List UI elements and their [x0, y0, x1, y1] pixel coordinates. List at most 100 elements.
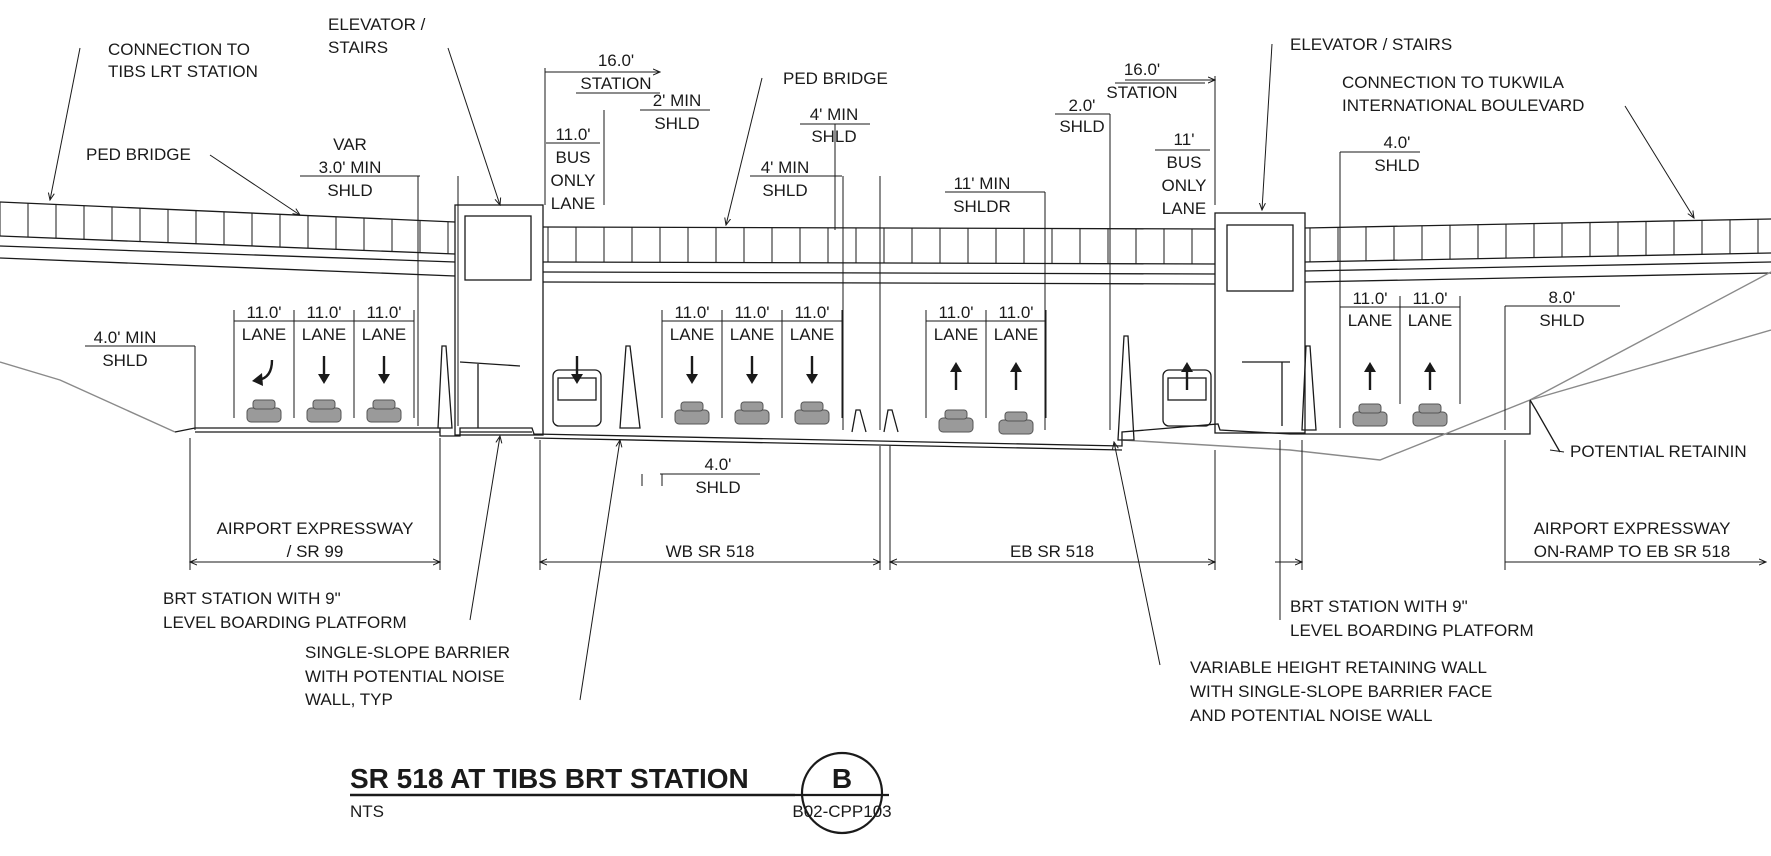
lane-width: 11.0' [794, 303, 829, 322]
dim-two-shld: 2.0' SHLD [1059, 96, 1104, 136]
dim-line: SHLDR [953, 197, 1011, 216]
dim-line: ONLY [550, 171, 595, 190]
turn-arrow-icon [252, 359, 274, 386]
dim-line: 4.0' [1384, 133, 1411, 152]
section-letter: B [832, 763, 852, 794]
car-body [674, 409, 710, 425]
direction-arrows [252, 356, 1436, 390]
lane-label: LANE [242, 325, 286, 344]
car-body [1412, 411, 1448, 427]
dimension-lines [190, 68, 1766, 570]
car-roof [252, 399, 276, 410]
car [366, 399, 402, 423]
car-body [938, 417, 974, 433]
callout-line: WITH SINGLE-SLOPE BARRIER FACE [1190, 682, 1492, 701]
car-roof [740, 401, 764, 412]
car-roof [312, 399, 336, 410]
car-body [246, 407, 282, 423]
arrow-down-icon [318, 356, 330, 384]
lane-width: 11.0' [1412, 289, 1447, 308]
dim-line: 2' MIN [653, 91, 702, 110]
lane-label: LANE [790, 325, 834, 344]
lane-label: LANE [994, 325, 1038, 344]
lane-dimension: 11.0'LANE [985, 303, 1047, 418]
callout-line: CONNECTION TO TUKWILA [1342, 73, 1565, 92]
dim-four-min-shld-a: 4' MIN SHLD [810, 105, 859, 146]
car-body [794, 409, 830, 425]
dim-line: SHLD [327, 181, 372, 200]
car-body [998, 419, 1034, 435]
barriers [437, 335, 1317, 441]
dim-line: SHLD [695, 478, 740, 497]
dim-four-shld-top: 4.0' SHLD [1374, 133, 1419, 175]
dim-line: STATION [1106, 83, 1177, 102]
dim-line: 4.0' [705, 455, 732, 474]
arrow-up-icon [1364, 362, 1376, 390]
arrow-down-icon [686, 356, 698, 384]
dim-line: 4.0' MIN [94, 328, 157, 347]
lane-label: LANE [1348, 311, 1392, 330]
dim-line: 11' MIN [954, 174, 1011, 193]
callout-brt-left: BRT STATION WITH 9" LEVEL BOARDING PLATF… [163, 589, 407, 632]
lane-dimension: 11.0' LANE [1399, 289, 1461, 404]
dim-line: SHLD [102, 351, 147, 370]
car [734, 401, 770, 425]
dim-line: 4' MIN [810, 105, 859, 124]
car [246, 399, 282, 423]
dim-line: SHLD [1059, 117, 1104, 136]
roadway-line: AIRPORT EXPRESSWAY [217, 519, 414, 538]
lane-label: LANE [302, 325, 346, 344]
lane-width: 11.0' [1352, 289, 1387, 308]
roadway-eb: EB SR 518 [1010, 542, 1094, 561]
dim-bus-lane-right: 11' BUS ONLY LANE [1161, 130, 1206, 218]
callout-retaining: POTENTIAL RETAININ [1570, 442, 1747, 461]
arrow-up-icon [1424, 362, 1436, 390]
car-roof [1358, 403, 1382, 414]
dim-line: 16.0' [598, 51, 634, 70]
dim-two-min-shld: 2' MIN SHLD [653, 91, 702, 133]
car-body [734, 409, 770, 425]
callout-ped-bridge-mid: PED BRIDGE [783, 69, 888, 88]
dim-line: LANE [551, 194, 595, 213]
callout-line: INTERNATIONAL BOULEVARD [1342, 96, 1584, 115]
dim-station-right: 16.0' STATION [1106, 60, 1177, 102]
dim-line: 8.0' [1549, 288, 1576, 307]
dim-line: 3.0' MIN [319, 158, 382, 177]
roadway-line: / SR 99 [287, 542, 344, 561]
roadway-profile [0, 271, 1771, 461]
car-body [366, 407, 402, 423]
callout-line: TIBS LRT STATION [108, 62, 258, 81]
lane-width: 11.0' [674, 303, 709, 322]
lane-dimensions: 11.0' LANE 11.0' LANE 11.0' LANE 11.0' LANE 11.0… [233, 289, 1461, 418]
lane-width: 11.0' [366, 303, 401, 322]
dim-line: 4' MIN [761, 158, 810, 177]
callout-variable-wall: VARIABLE HEIGHT RETAINING WALL WITH SING… [1190, 658, 1492, 725]
callout-line: BRT STATION WITH 9" [163, 589, 341, 608]
elevator-tower-left [454, 204, 544, 436]
lane-dimension: 11.0' LANE [353, 303, 415, 418]
car-roof [1004, 411, 1028, 422]
roadway-wb: WB SR 518 [666, 542, 755, 561]
scale-note: NTS [350, 802, 384, 821]
lane-label: LANE [362, 325, 406, 344]
vehicles [246, 399, 1448, 435]
callout-line: ELEVATOR / [328, 15, 426, 34]
lane-label: LANE [934, 325, 978, 344]
car-body [1352, 411, 1388, 427]
dim-line: STATION [580, 74, 651, 93]
callout-elevator-right: ELEVATOR / STAIRS [1290, 35, 1452, 54]
callout-elevator-left: ELEVATOR / STAIRS [328, 15, 426, 57]
dim-four-min-shld-b: 4' MIN SHLD [761, 158, 810, 200]
elevator-tower-right [1214, 212, 1306, 434]
car-roof [1418, 403, 1442, 414]
callout-line: VARIABLE HEIGHT RETAINING WALL [1190, 658, 1487, 677]
dim-line: 11.0' [555, 125, 590, 144]
lane-width: 11.0' [938, 303, 973, 322]
callout-line: WITH POTENTIAL NOISE [305, 667, 505, 686]
lane-label: LANE [1408, 311, 1452, 330]
drawing-title: SR 518 AT TIBS BRT STATION [350, 763, 749, 794]
roadway-airport-right: AIRPORT EXPRESSWAY ON-RAMP TO EB SR 518 [1534, 519, 1731, 561]
callout-connection-tukwila: CONNECTION TO TUKWILA INTERNATIONAL BOUL… [1342, 73, 1584, 115]
dim-eleven-min-shldr: 11' MIN SHLDR [953, 174, 1011, 216]
